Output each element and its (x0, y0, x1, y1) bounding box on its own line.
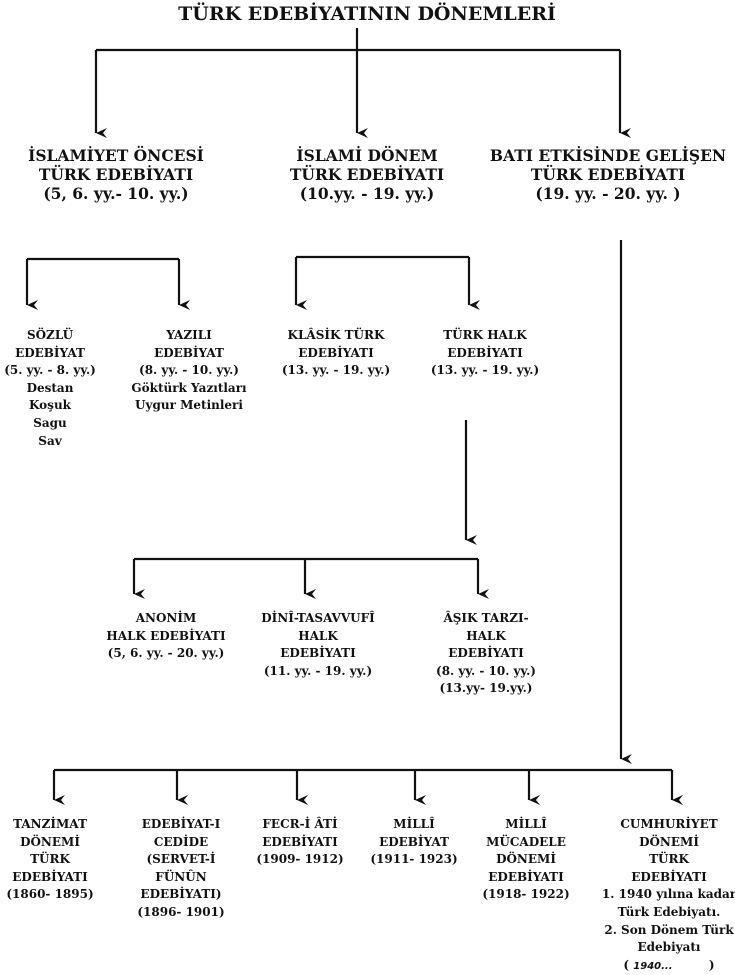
node-item: 1. 1940 yılına kadar (601, 887, 735, 902)
node-item: Edebiyatı (637, 940, 701, 955)
node-date: (10.yy. - 19. yy.) (299, 184, 435, 203)
node-label: EDEBİYAT (154, 345, 224, 360)
node-label: EDEBİYATI (448, 646, 524, 661)
node-item: Koşuk (29, 398, 71, 413)
node-label: EDEBİYAT (15, 345, 85, 360)
node-label: CEDİDE (153, 834, 209, 849)
node-label: TÜRK EDEBİYATI (530, 165, 686, 184)
node-anonim-halk-edebiyati: ANONİM HALK EDEBİYATI (5, 6. yy. - 20. y… (106, 610, 225, 663)
node-note: ( 1940... ) (602, 957, 735, 975)
node-label: TÜRK HALK (443, 328, 527, 342)
node-label: EDEBİYATI (262, 834, 338, 849)
node-label: MİLLÎ (393, 817, 435, 831)
node-label: CUMHURİYET (620, 817, 718, 831)
node-label: TANZİMAT (13, 817, 87, 831)
note-close-paren: ) (708, 957, 715, 972)
node-label: ÂŞIK TARZI- (443, 611, 529, 625)
node-date: (13. yy. - 19. yy.) (430, 363, 540, 378)
node-tanzimat-donemi: TANZİMAT DÖNEMİ TÜRK EDEBİYATI (1860- 18… (6, 816, 93, 904)
node-label: EDEBİYATI (12, 869, 88, 884)
node-date: (1918- 1922) (482, 887, 570, 902)
node-label: EDEBİYATI) (140, 887, 222, 902)
node-label: TÜRK EDEBİYATI (289, 165, 445, 184)
node-label: SÖZLÜ (26, 328, 74, 342)
node-date: (8. yy. - 10. yy.) (139, 363, 239, 378)
node-item: Sagu (33, 415, 67, 430)
node-date: (5, 6. yy.- 10. yy.) (43, 184, 189, 203)
node-fecr-i-ati: FECR-İ ÂTİ EDEBİYATI (1909- 1912) (256, 816, 343, 869)
node-asik-tarzi-halk-edebiyati: ÂŞIK TARZI- HALK EDEBİYATI (8. yy. - 10.… (436, 610, 536, 698)
node-label: FÜNÛN (155, 869, 207, 884)
diagram-title: TÜRK EDEBİYATININ DÖNEMLERİ (178, 3, 556, 25)
node-date: (13.yy- 19.yy.) (439, 681, 533, 696)
node-milli-edebiyat: MİLLÎ EDEBİYAT (1911- 1923) (370, 816, 457, 869)
node-label: ANONİM (135, 611, 197, 625)
node-sozlu-edebiyat: SÖZLÜ EDEBİYAT (5. yy. - 8. yy.) Destan … (4, 327, 96, 450)
node-date: (8. yy. - 10. yy.) (436, 663, 536, 678)
node-label: EDEBİYATI (488, 869, 564, 884)
node-label: EDEBİYATI (298, 345, 374, 360)
node-label: TÜRK (30, 852, 70, 867)
node-item: Sav (38, 433, 62, 448)
node-item: 2. Son Dönem Türk (604, 922, 734, 937)
node-date: (19. yy. - 20. yy. ) (535, 184, 681, 203)
node-label: EDEBİYAT (379, 834, 449, 849)
node-label: TÜRK EDEBİYATI (38, 165, 194, 184)
node-label: İSLAMİ DÖNEM (296, 146, 438, 165)
node-label: HALK EDEBİYATI (106, 628, 226, 643)
node-date: (1896- 1901) (137, 904, 225, 919)
node-label: MÜCADELE (486, 834, 566, 849)
node-item: Destan (26, 380, 74, 395)
node-date: (5, 6. yy. - 20. yy.) (107, 646, 225, 661)
note-open-paren: ( (623, 957, 630, 972)
node-label: İSLAMİYET ÖNCESİ (28, 146, 204, 165)
node-bati-etkisinde: BATI ETKİSİNDE GELİŞEN TÜRK EDEBİYATI (1… (490, 146, 726, 203)
node-islami-donem: İSLAMİ DÖNEM TÜRK EDEBİYATI (10.yy. - 19… (290, 146, 444, 203)
node-label: FECR-İ ÂTİ (262, 817, 338, 831)
node-item: Göktürk Yazıtları (131, 380, 247, 395)
node-date: (5. yy. - 8. yy.) (4, 363, 96, 378)
node-label: (SERVET-İ (146, 852, 216, 867)
node-label: DÖNEMİ (20, 834, 80, 849)
node-label: DİNÎ-TASAVVUFÎ (261, 611, 375, 625)
node-milli-mucadele: MİLLÎ MÜCADELE DÖNEMİ EDEBİYATI (1918- 1… (482, 816, 569, 904)
node-label: EDEBİYAT-I (141, 817, 221, 831)
node-cumhuriyet-donemi: CUMHURİYET DÖNEMİ TÜRK EDEBİYATI 1. 1940… (602, 816, 735, 975)
node-date: (1909- 1912) (256, 852, 344, 867)
node-label: HALK (466, 628, 506, 643)
node-label: HALK (298, 628, 338, 643)
node-item: Türk Edebiyatı. (617, 904, 721, 919)
node-turk-halk-edebiyati: TÜRK HALK EDEBİYATI (13. yy. - 19. yy.) (431, 327, 539, 380)
node-islamiyet-oncesi: İSLAMİYET ÖNCESİ TÜRK EDEBİYATI (5, 6. y… (28, 146, 204, 203)
node-dini-tasavvufi-halk-edebiyati: DİNÎ-TASAVVUFÎ HALK EDEBİYATI (11. yy. -… (261, 610, 375, 680)
node-label: DÖNEMİ (496, 852, 556, 867)
node-label: MİLLÎ (505, 817, 547, 831)
node-yazili-edebiyat: YAZILI EDEBİYAT (8. yy. - 10. yy.) Göktü… (131, 327, 246, 415)
node-label: BATI ETKİSİNDE GELİŞEN (489, 146, 727, 165)
node-label: TÜRK (649, 852, 689, 867)
note-value: 1940... (633, 960, 673, 972)
node-edebiyat-i-cedide: EDEBİYAT-I CEDİDE (SERVET-İ FÜNÛN EDEBİY… (137, 816, 224, 922)
node-label: YAZILI (166, 328, 212, 342)
node-label: DÖNEMİ (639, 834, 699, 849)
node-label: KLÂSİK TÜRK (287, 328, 385, 342)
node-item: Uygur Metinleri (135, 398, 243, 413)
node-label: EDEBİYATI (280, 646, 356, 661)
node-date: (13. yy. - 19. yy.) (281, 363, 391, 378)
node-date: (1911- 1923) (370, 852, 458, 867)
node-label: EDEBİYATI (447, 345, 523, 360)
node-date: (1860- 1895) (6, 887, 94, 902)
node-date: (11. yy. - 19. yy.) (263, 663, 373, 678)
node-klasik-turk-edebiyati: KLÂSİK TÜRK EDEBİYATI (13. yy. - 19. yy.… (282, 327, 390, 380)
node-label: EDEBİYATI (631, 869, 707, 884)
